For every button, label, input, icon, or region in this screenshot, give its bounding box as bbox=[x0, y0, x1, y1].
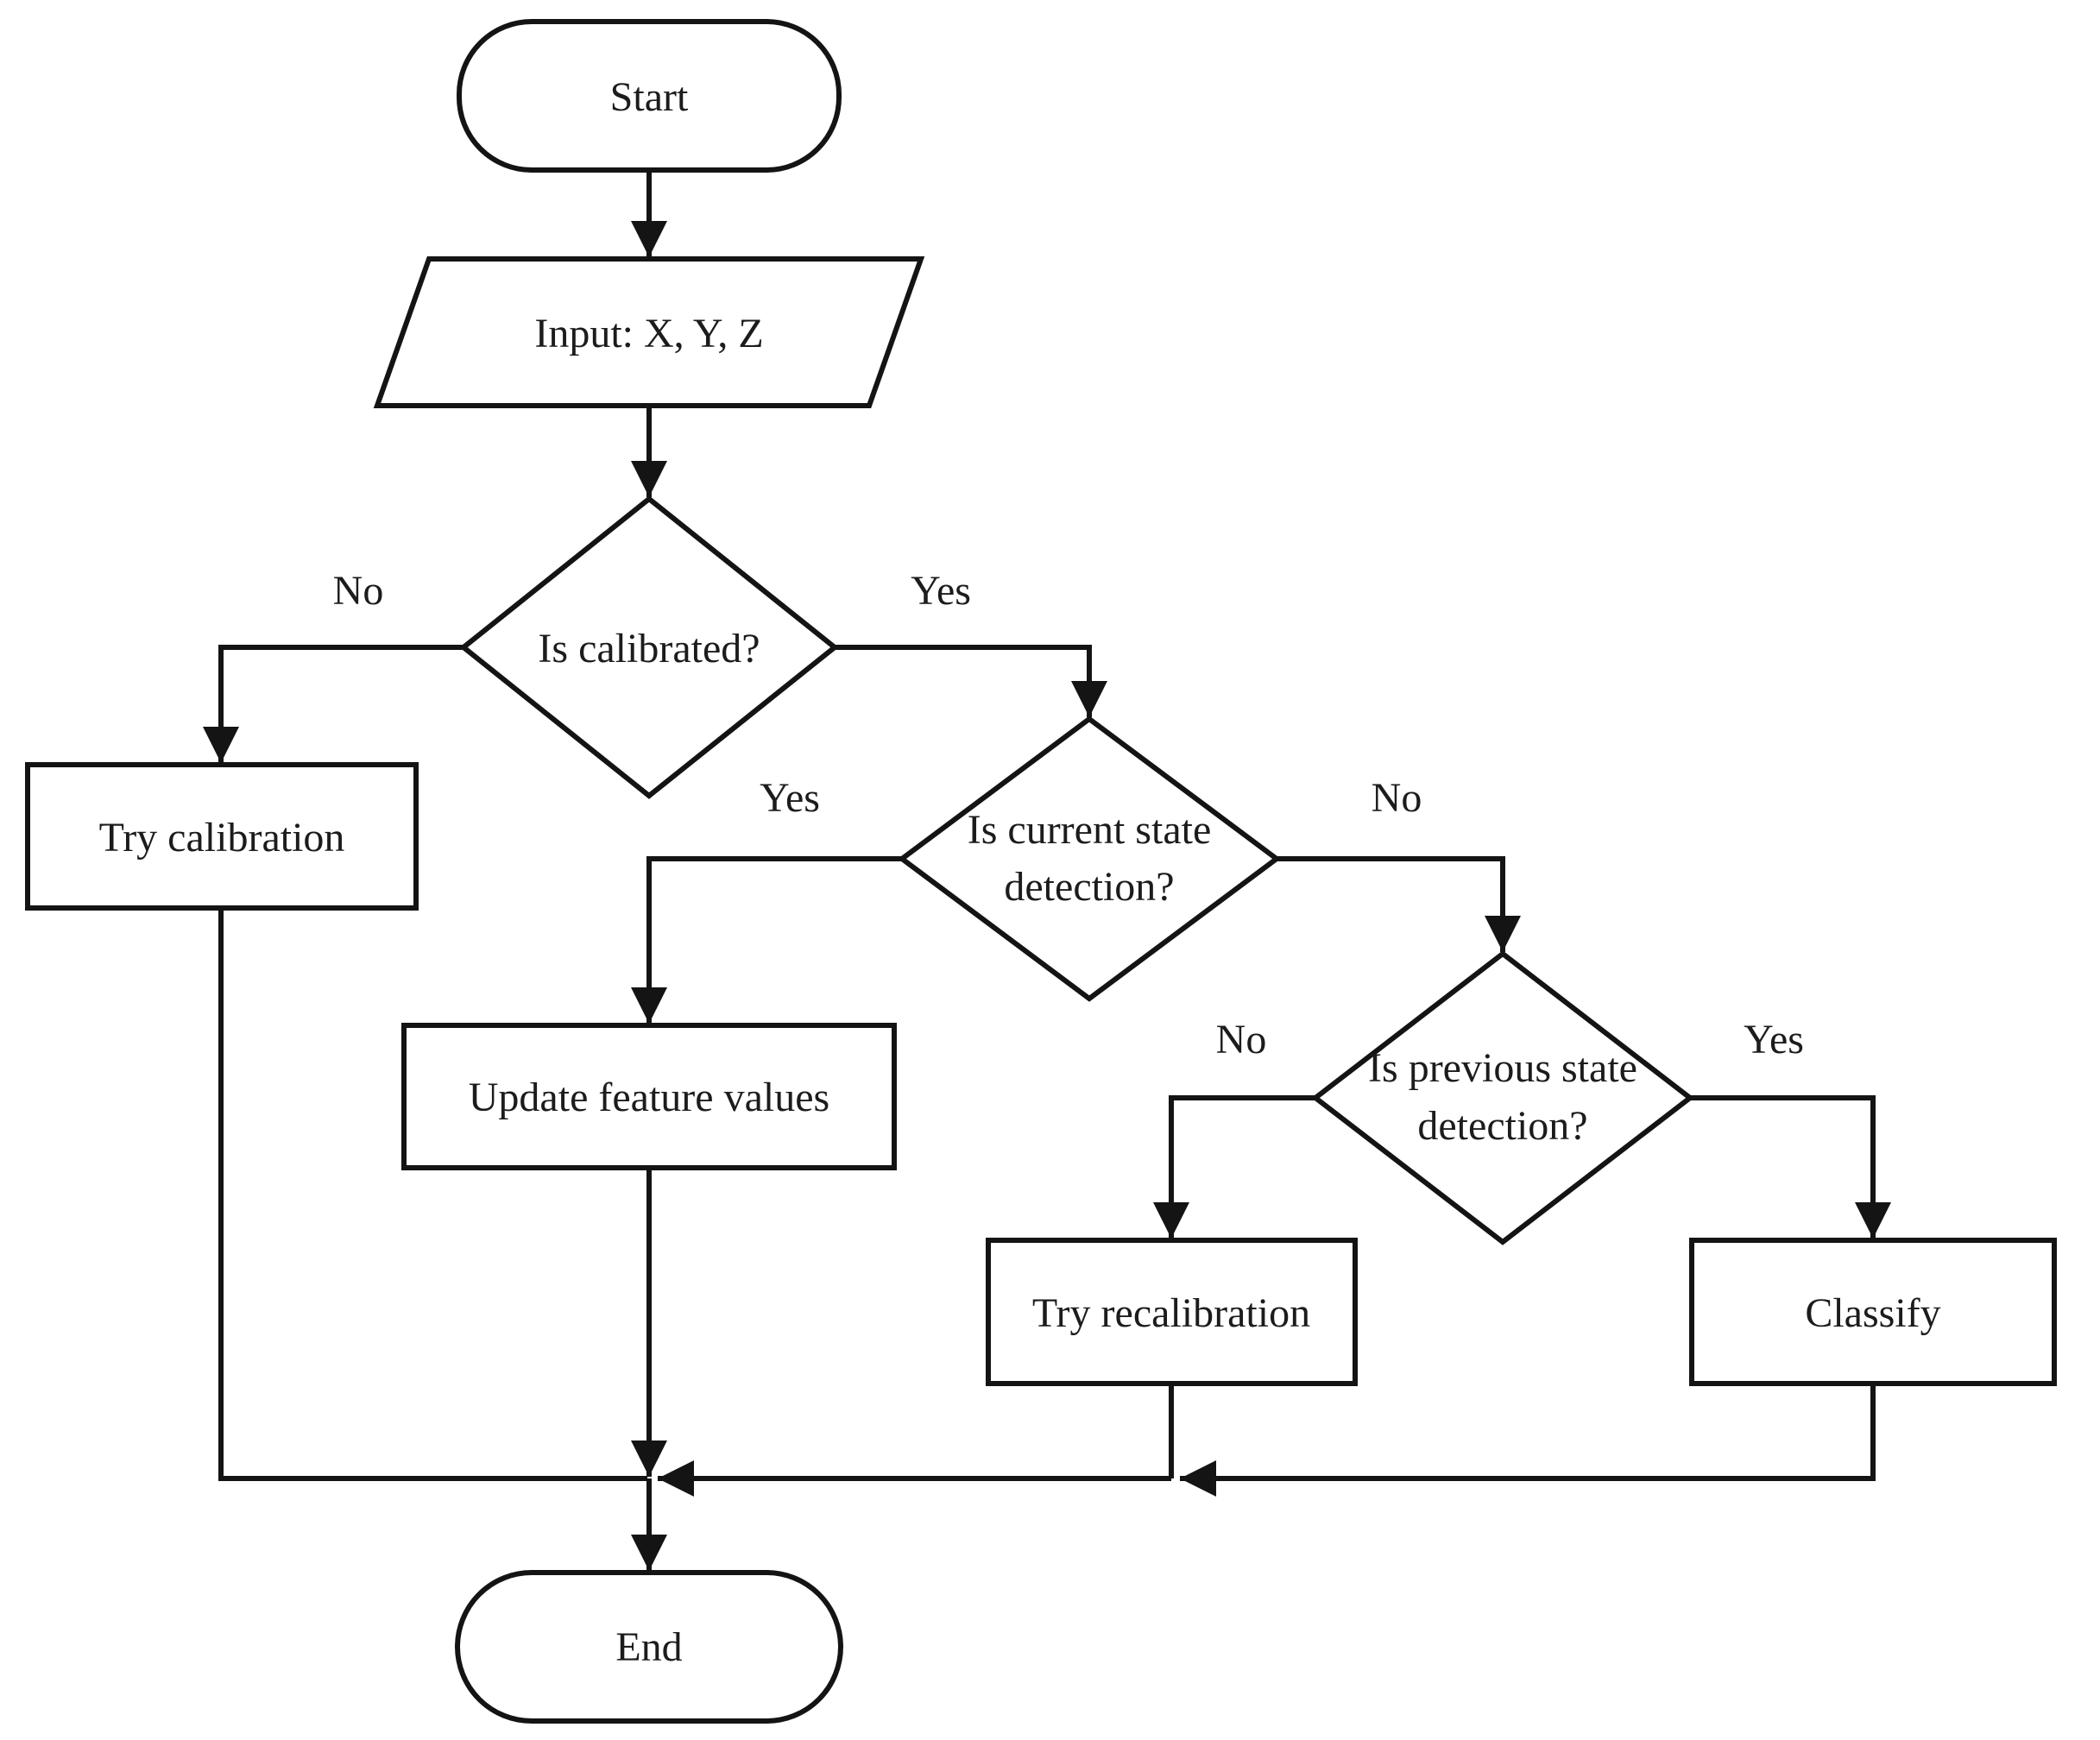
is-previous-state-label-line1: Is previous state bbox=[1368, 1045, 1637, 1091]
node-is-previous-state: Is previous state detection? bbox=[1311, 950, 1694, 1245]
edge-try-calibration-to-junction bbox=[218, 908, 647, 1481]
node-is-current-state: Is current state detection? bbox=[897, 716, 1282, 1002]
edge-label-is-current-state-yes: Yes bbox=[760, 775, 820, 821]
input-label: Input: X, Y, Z bbox=[534, 311, 763, 356]
is-calibrated-label: Is calibrated? bbox=[538, 626, 760, 671]
is-previous-state-decision-shape bbox=[1311, 950, 1694, 1245]
is-current-state-label-line1: Is current state bbox=[968, 807, 1212, 853]
try-calibration-process-shape bbox=[25, 762, 419, 911]
edge-labels: No Yes Yes No No Yes bbox=[333, 568, 1804, 1062]
input-parallelogram-shape bbox=[373, 256, 925, 408]
is-calibrated-decision-shape bbox=[459, 495, 839, 799]
is-previous-state-label-line2: detection? bbox=[1417, 1103, 1587, 1149]
try-calibration-label: Try calibration bbox=[99, 815, 345, 861]
edge-label-is-calibrated-yes: Yes bbox=[911, 568, 971, 614]
node-end: End bbox=[455, 1570, 843, 1724]
node-is-calibrated: Is calibrated? bbox=[459, 495, 839, 799]
edge-is-previous-state-yes-to-classify bbox=[1690, 1095, 1891, 1239]
start-terminator-shape bbox=[457, 19, 842, 173]
edge-classify-to-merge bbox=[1180, 1384, 1876, 1497]
node-try-calibration: Try calibration bbox=[25, 762, 419, 911]
try-recalibration-label: Try recalibration bbox=[1032, 1290, 1310, 1336]
edge-label-is-previous-state-yes: Yes bbox=[1744, 1017, 1804, 1062]
try-recalibration-process-shape bbox=[986, 1238, 1358, 1386]
node-input: Input: X, Y, Z bbox=[373, 256, 925, 408]
edge-is-calibrated-yes-to-is-current-state bbox=[835, 645, 1107, 717]
edge-is-current-state-no-to-is-previous-state bbox=[1277, 856, 1521, 952]
end-terminator-shape bbox=[455, 1570, 843, 1724]
update-feature-values-label: Update feature values bbox=[469, 1075, 829, 1120]
edge-label-is-previous-state-no: No bbox=[1216, 1017, 1267, 1062]
update-feature-values-process-shape bbox=[401, 1023, 897, 1170]
end-label: End bbox=[615, 1624, 682, 1670]
classify-process-shape bbox=[1689, 1238, 2057, 1386]
start-label: Start bbox=[610, 74, 689, 120]
classify-label: Classify bbox=[1805, 1290, 1940, 1336]
edge-is-calibrated-no-to-try-calibration bbox=[203, 645, 464, 763]
is-current-state-label-line2: detection? bbox=[1004, 864, 1174, 910]
nodes: Start Input: X, Y, Z Is calibrated? Try … bbox=[25, 19, 2057, 1724]
node-update-feature-values: Update feature values bbox=[401, 1023, 897, 1170]
node-classify: Classify bbox=[1689, 1238, 2057, 1386]
edge-label-is-calibrated-no: No bbox=[333, 568, 384, 614]
edge-is-current-state-yes-to-update bbox=[631, 856, 902, 1024]
node-start: Start bbox=[457, 19, 842, 173]
edge-is-previous-state-no-to-try-recalibration bbox=[1153, 1095, 1315, 1239]
edges bbox=[203, 170, 1891, 1571]
edge-label-is-current-state-no: No bbox=[1372, 775, 1422, 821]
node-try-recalibration: Try recalibration bbox=[986, 1238, 1358, 1386]
is-current-state-decision-shape bbox=[897, 716, 1282, 1002]
